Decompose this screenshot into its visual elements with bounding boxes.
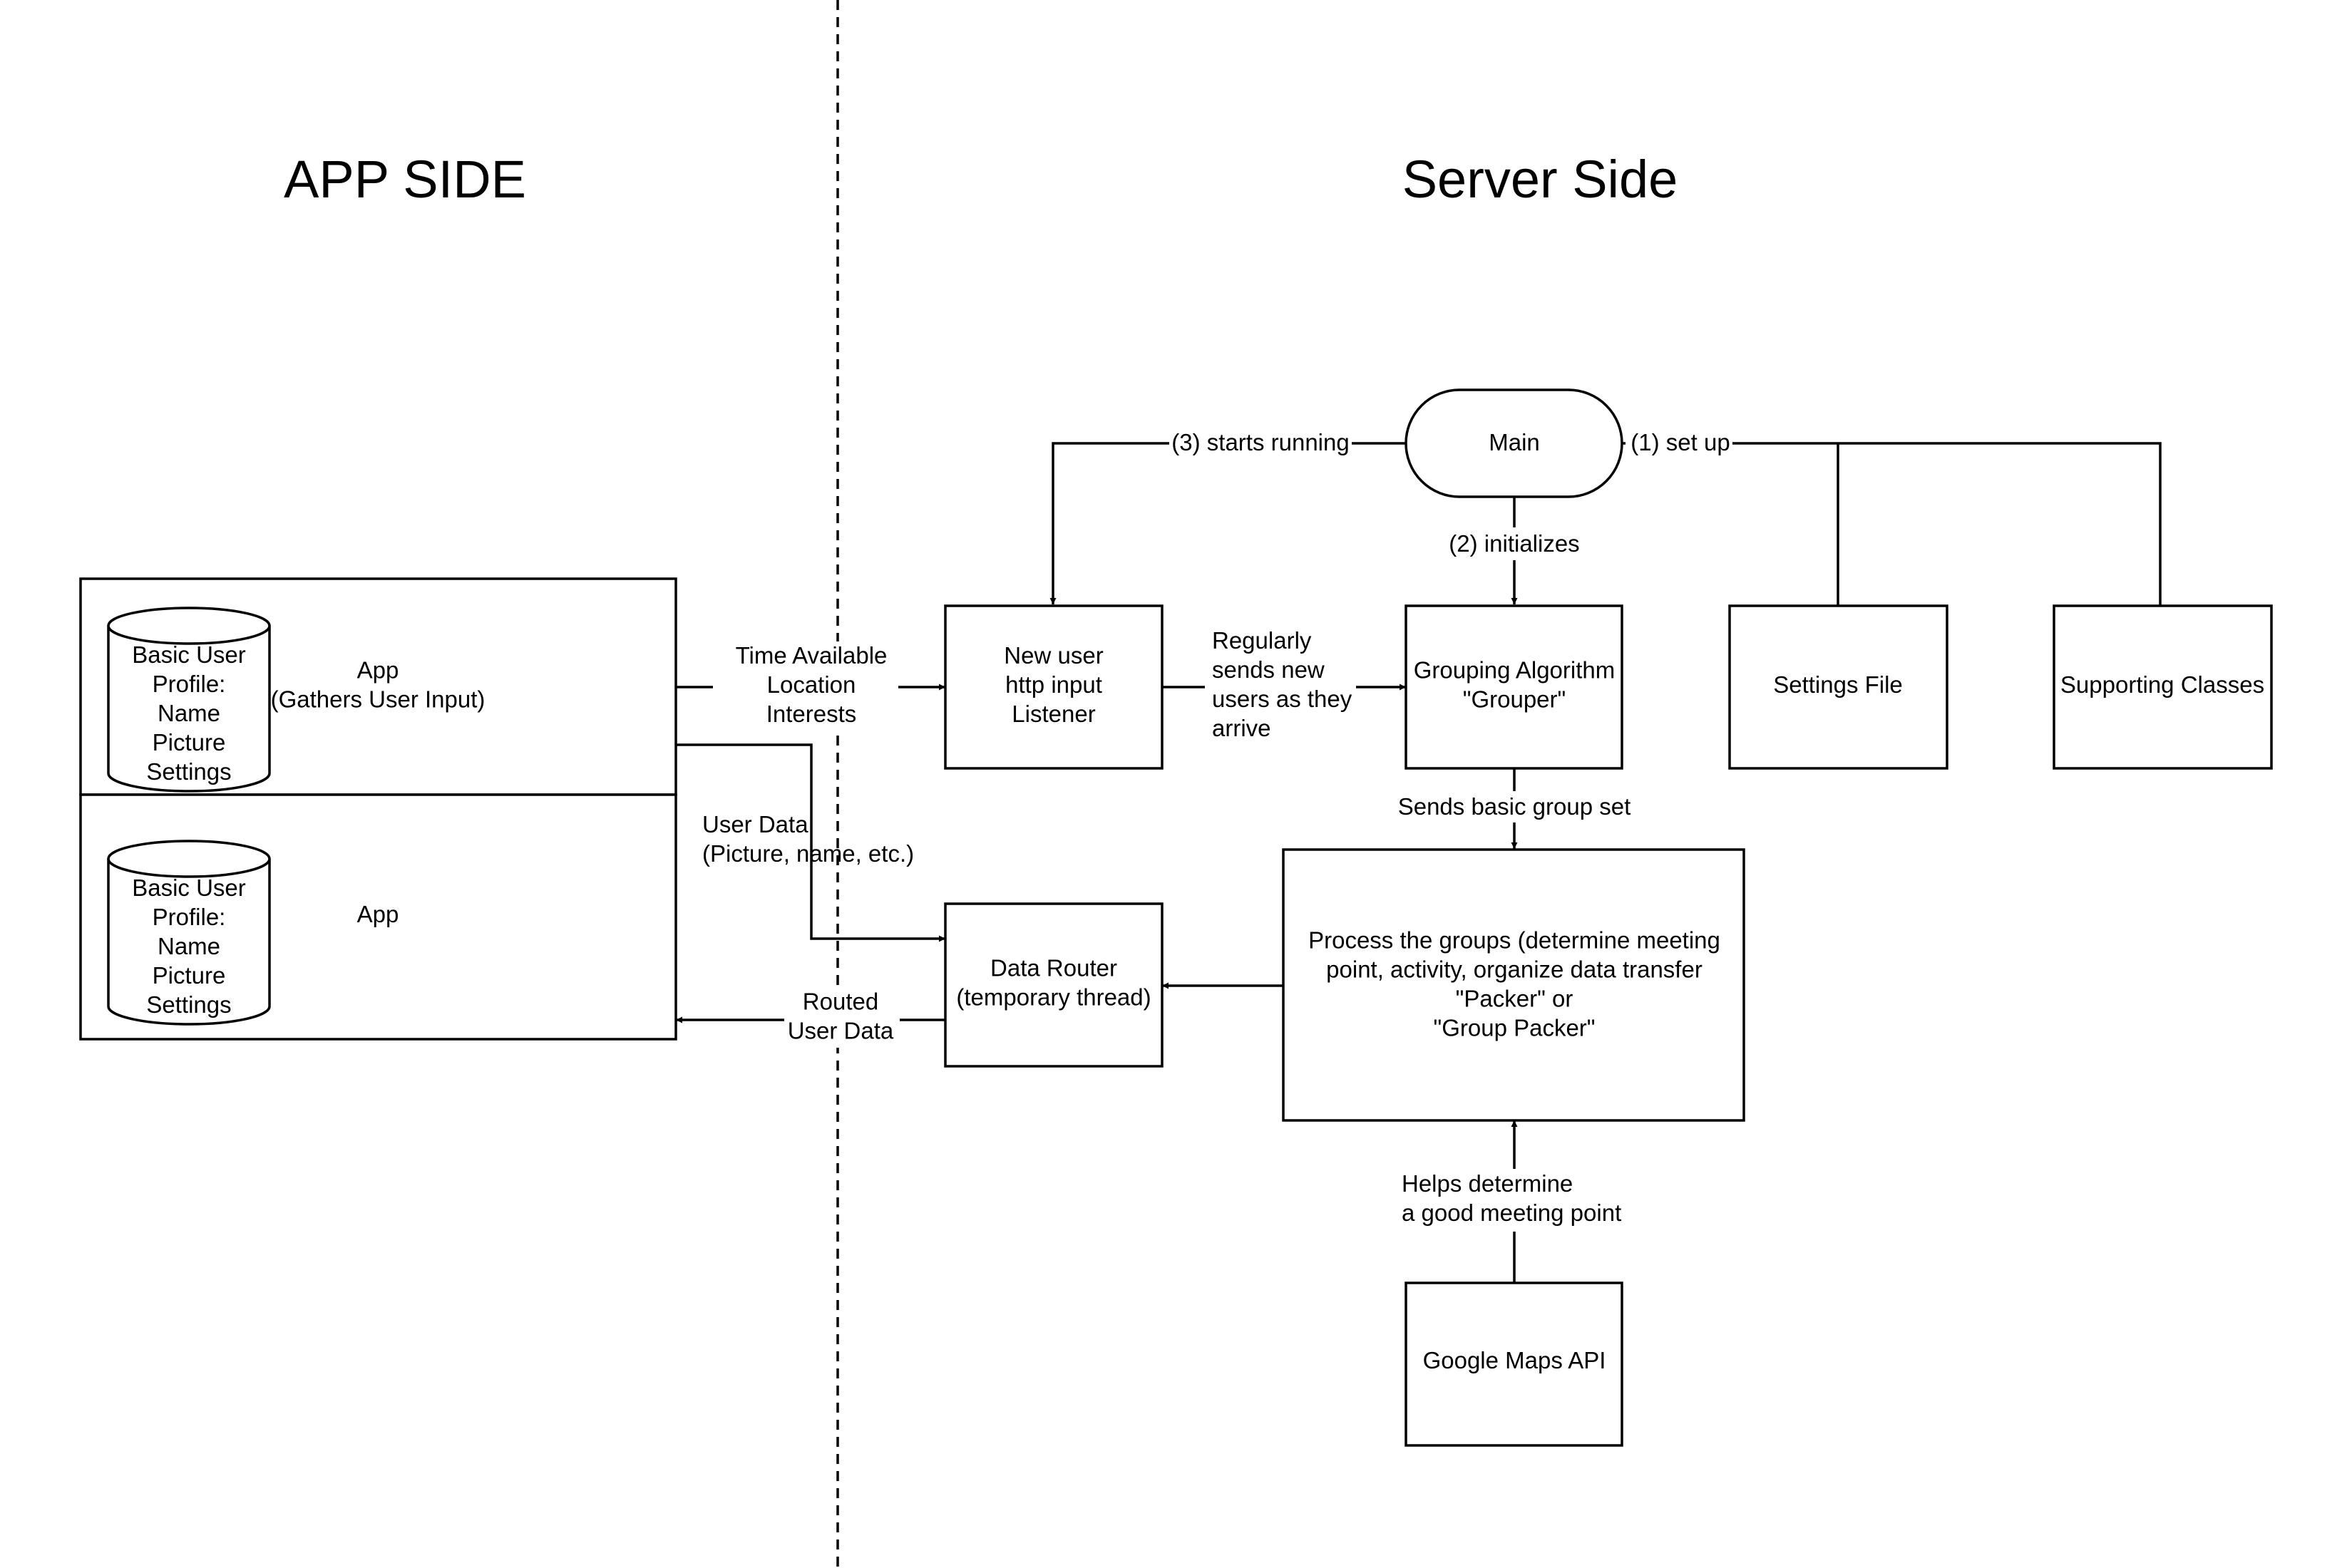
app-db-top-text-line: Picture: [153, 729, 226, 755]
supporting-classes-label-line: Supporting Classes: [2060, 671, 2264, 698]
app-db-top-text-line: Settings: [146, 758, 231, 785]
app-db-bottom-text-line: Name: [158, 933, 220, 959]
router-node-label-line: (temporary thread): [956, 984, 1151, 1011]
edge-label-regularly-line: arrive: [1212, 715, 1271, 741]
app-bottom-label-line: App: [357, 901, 399, 927]
google-maps-label: Google Maps API: [1423, 1347, 1606, 1373]
app-side-title: APP SIDE: [284, 150, 526, 209]
edge-label-starts-running-line: (3) starts running: [1171, 429, 1349, 455]
edge-label-helps-line: a good meeting point: [1402, 1200, 1621, 1226]
settings-file-label: Settings File: [1773, 671, 1903, 698]
supporting-classes-label: Supporting Classes: [2060, 671, 2264, 698]
router-node-label: Data Router (temporary thread): [956, 955, 1151, 1011]
label-bg-helps: [1397, 1169, 1633, 1232]
main-node-label-line: Main: [1489, 429, 1540, 455]
edge-label-initializes: (2) initializes: [1449, 530, 1579, 557]
router-node-label-line: Data Router: [990, 955, 1117, 981]
app-top-label-line: App: [357, 657, 399, 684]
edge-label-initializes-line: (2) initializes: [1449, 530, 1579, 557]
listener-node: [944, 604, 1164, 770]
edge-label-user-data-line: User Data: [702, 811, 808, 837]
app-db-bottom-text-line: Settings: [146, 991, 231, 1018]
edge-main-to-settings: [1622, 442, 2162, 606]
app-db-top-text-line: Profile:: [153, 671, 226, 697]
edge-label-starts-running: (3) starts running: [1171, 429, 1349, 455]
app-top-label: App(Gathers User Input): [271, 657, 486, 713]
packer-node-label-line: "Group Packer": [1433, 1015, 1595, 1041]
label-bg-sends: [1390, 791, 1638, 822]
label-bg-init: [1444, 527, 1584, 560]
edge-label-regularly-line: Regularly: [1212, 627, 1312, 654]
label-bg-regular: [1205, 624, 1356, 745]
edge-label-helps: Helps determine a good meeting point: [1402, 1170, 1621, 1226]
app-db-bottom-text-line: Profile:: [153, 904, 226, 930]
label-bg-starts: [1169, 426, 1352, 458]
packer-node-label-line: Process the groups (determine meeting: [1308, 927, 1720, 954]
edge-label-helps-line: Helps determine: [1402, 1170, 1573, 1197]
edge-label-sends-group: Sends basic group set: [1398, 793, 1631, 820]
edge-label-set-up: (1) set up: [1631, 429, 1730, 455]
packer-node-label-line: "Packer" or: [1456, 986, 1573, 1012]
user-profile-db-top: [107, 607, 271, 793]
app-top-label-line: (Gathers User Input): [271, 686, 486, 713]
label-bg-routed: [784, 987, 900, 1048]
edge-app-to-router: [676, 743, 945, 942]
edge-main-to-listener: [1049, 442, 1406, 604]
edge-label-routed-line: Routed: [803, 989, 878, 1015]
label-bg-setup: [1626, 426, 1732, 458]
grouper-node-label-line: "Grouper": [1463, 686, 1566, 713]
main-node-label: Main: [1489, 429, 1540, 455]
edge-label-input-line: Location: [767, 671, 856, 698]
grouper-node: [1404, 604, 1623, 770]
listener-node-label-line: New user: [1004, 642, 1103, 669]
main-node: [1404, 388, 1623, 498]
app-db-bottom-text-line: Basic User: [132, 875, 246, 901]
app-db-top-text-line: Name: [158, 700, 220, 726]
edge-label-input-line: Interests: [766, 701, 857, 727]
server-side-title: Server Side: [1402, 150, 1678, 209]
edge-label-user-data: User Data (Picture, name, etc.): [702, 811, 914, 867]
edge-label-routed-line: User Data: [788, 1018, 894, 1044]
edge-label-regularly-line: sends new: [1212, 656, 1325, 683]
label-bg-input: [713, 641, 898, 731]
grouper-node-label: Grouping Algorithm"Grouper": [1414, 657, 1615, 713]
edge-label-user-data-line: (Picture, name, etc.): [702, 840, 914, 867]
app-bottom-label: App: [357, 901, 399, 927]
edge-label-regularly-line: users as they: [1212, 686, 1352, 712]
edge-label-input-line: Time Available: [736, 642, 888, 669]
settings-file-node: [1728, 604, 1948, 770]
listener-node-label-line: Listener: [1012, 701, 1095, 727]
app-db-bottom-text-line: Picture: [153, 962, 226, 989]
user-profile-db-bottom: [107, 840, 271, 1026]
edge-label-sends-group-line: Sends basic group set: [1398, 793, 1631, 820]
edge-label-set-up-line: (1) set up: [1631, 429, 1730, 455]
packer-node: [1282, 848, 1745, 1122]
settings-file-label-line: Settings File: [1773, 671, 1903, 698]
listener-node-label-line: http input: [1005, 671, 1102, 698]
packer-node-label-line: point, activity, organize data transfer: [1326, 956, 1703, 983]
supporting-classes-node: [2053, 604, 2273, 770]
google-maps-node: [1404, 1281, 1623, 1447]
router-node: [944, 902, 1164, 1068]
google-maps-label-line: Google Maps API: [1423, 1347, 1606, 1373]
app-db-top-text-line: Basic User: [132, 641, 246, 668]
grouper-node-label-line: Grouping Algorithm: [1414, 657, 1615, 684]
